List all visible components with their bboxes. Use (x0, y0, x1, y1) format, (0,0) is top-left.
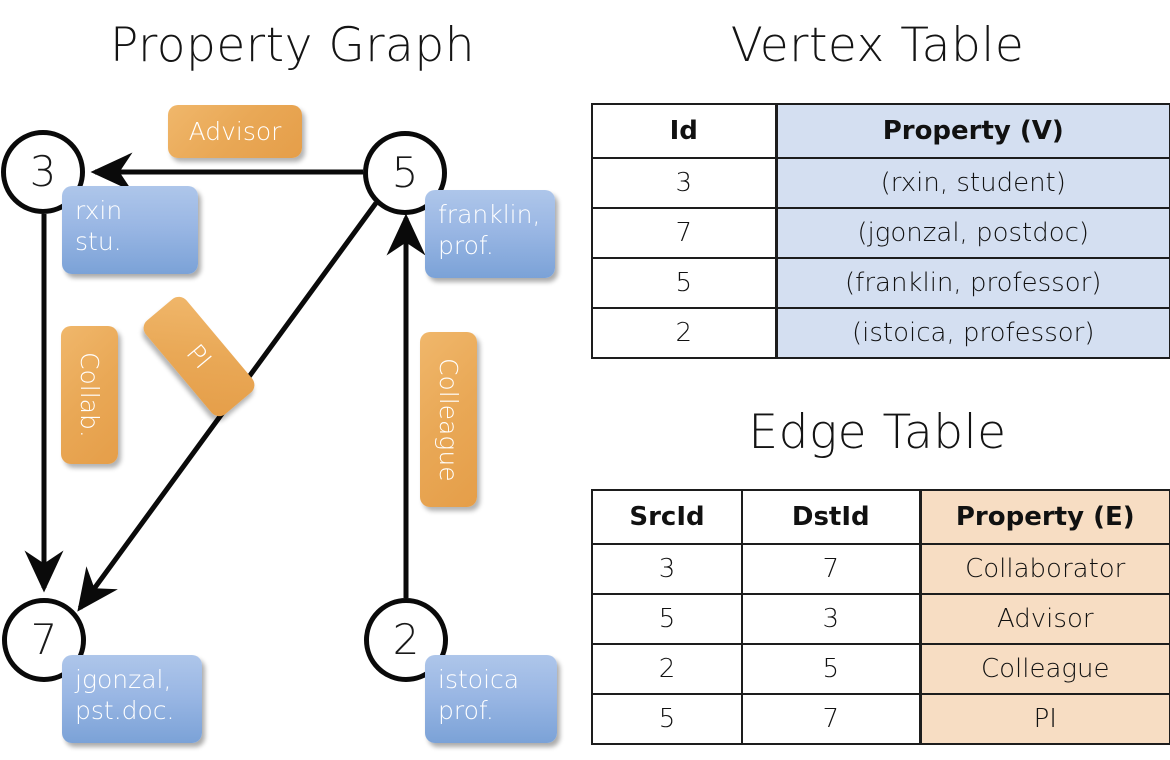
vertex-cell-id: 5 (591, 257, 777, 309)
edge-table-title: Edge Table (748, 405, 1007, 460)
node-property-name-franklin: franklin, (438, 200, 541, 229)
graph-node-2[interactable]: 2 (364, 598, 448, 682)
table-row[interactable]: 3 (rxin, student) (591, 157, 1170, 209)
vertex-table-header-row: Id Property (V) (591, 103, 1170, 159)
vertex-cell-property: (istoica, professor) (774, 307, 1170, 359)
graph-node-7-label: 7 (30, 615, 58, 664)
table-row[interactable]: 2 (istoica, professor) (591, 307, 1170, 359)
graph-node-3-label: 3 (29, 147, 57, 196)
edge-cell-property: Colleague (918, 643, 1170, 695)
edge-cell-src: 2 (591, 643, 743, 695)
edge-cell-dst: 3 (741, 593, 921, 645)
edge-table-header-srcid: SrcId (591, 489, 743, 545)
graph-node-5[interactable]: 5 (363, 131, 447, 215)
table-row[interactable]: 5 3 Advisor (591, 593, 1170, 645)
vertex-cell-id: 3 (591, 157, 777, 209)
vertex-cell-property: (jgonzal, postdoc) (774, 207, 1170, 259)
edge-label-advisor-text: Advisor (188, 117, 282, 146)
vertex-table-title: Vertex Table (730, 18, 1025, 73)
vertex-cell-id: 2 (591, 307, 777, 359)
edge-cell-src: 5 (591, 693, 743, 745)
graph-node-5-label: 5 (391, 148, 419, 197)
edge-cell-property: Advisor (918, 593, 1170, 645)
edge-table-header-property: Property (E) (918, 489, 1170, 545)
table-row[interactable]: 3 7 Collaborator (591, 543, 1170, 595)
table-row[interactable]: 7 (jgonzal, postdoc) (591, 207, 1170, 259)
table-row[interactable]: 2 5 Colleague (591, 643, 1170, 695)
table-row[interactable]: 5 7 PI (591, 693, 1170, 745)
edge-label-colleague-text: Colleague (434, 357, 463, 482)
vertex-table-header-property: Property (V) (774, 103, 1170, 159)
edge-cell-src: 3 (591, 543, 743, 595)
edge-table-header-row: SrcId DstId Property (E) (591, 489, 1170, 545)
table-row[interactable]: 5 (franklin, professor) (591, 257, 1170, 309)
edge-cell-src: 5 (591, 593, 743, 645)
edge-label-collab-text: Collab. (75, 352, 104, 438)
node-property-role-jgonzal: pst.doc. (75, 696, 175, 726)
graph-node-2-label: 2 (392, 615, 420, 664)
node-property-role-franklin: prof. (438, 231, 494, 261)
node-property-role-rxin: stu. (75, 227, 122, 257)
edge-label-pi-text: PI (180, 338, 218, 375)
vertex-table-header-id: Id (591, 103, 777, 159)
node-property-name-jgonzal: jgonzal, (75, 665, 172, 694)
node-property-name-rxin: rxin (75, 196, 123, 225)
edge-cell-property: PI (918, 693, 1170, 745)
node-property-box-rxin[interactable]: rxin stu. (62, 186, 198, 274)
edge-table: SrcId DstId Property (E) 3 7 Collaborato… (591, 489, 1170, 745)
vertex-cell-id: 7 (591, 207, 777, 259)
vertex-cell-property: (rxin, student) (774, 157, 1170, 209)
edge-label-colleague[interactable]: Colleague (420, 332, 477, 507)
property-graph-title: Property Graph (110, 18, 475, 73)
edge-label-collab[interactable]: Collab. (61, 326, 118, 464)
node-property-name-istoica: istoica (438, 665, 520, 694)
edge-cell-dst: 7 (741, 543, 921, 595)
node-property-box-jgonzal[interactable]: jgonzal, pst.doc. (62, 655, 202, 743)
vertex-cell-property: (franklin, professor) (774, 257, 1170, 309)
edge-cell-property: Collaborator (918, 543, 1170, 595)
edge-label-advisor[interactable]: Advisor (168, 105, 302, 158)
edge-cell-dst: 7 (741, 693, 921, 745)
edge-cell-dst: 5 (741, 643, 921, 695)
vertex-table: Id Property (V) 3 (rxin, student) 7 (jgo… (591, 103, 1170, 359)
node-property-role-istoica: prof. (438, 696, 494, 726)
node-property-box-franklin[interactable]: franklin, prof. (425, 190, 555, 278)
node-property-box-istoica[interactable]: istoica prof. (425, 655, 557, 743)
edge-table-header-dstid: DstId (741, 489, 921, 545)
